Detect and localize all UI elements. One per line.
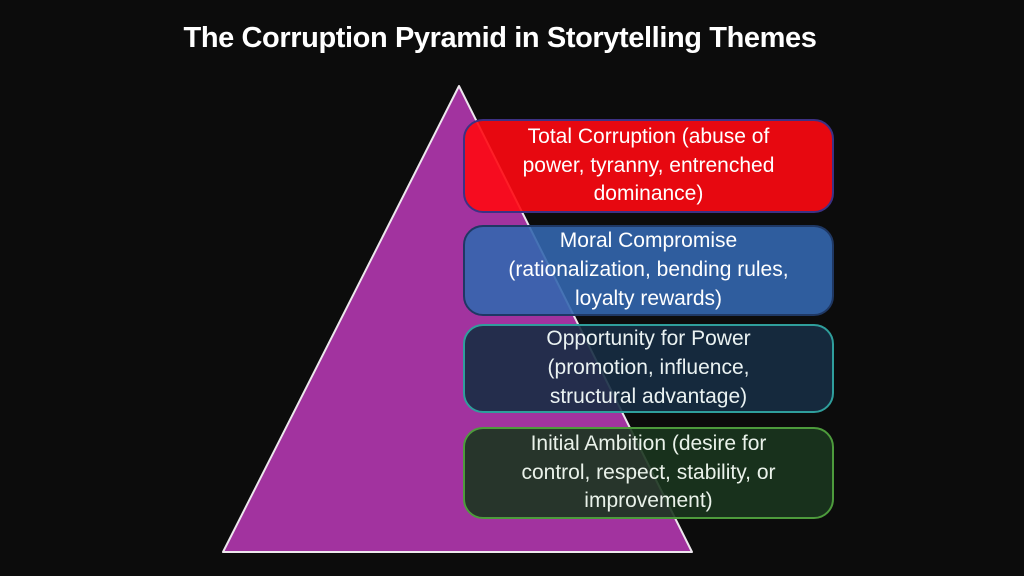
level-label: Total Corruption (abuse of power, tyrann… xyxy=(522,124,775,206)
level-box-moral-compromise: Moral Compromise (rationalization, bendi… xyxy=(463,225,834,316)
level-box-opportunity-for-power: Opportunity for Power (promotion, influe… xyxy=(463,324,834,413)
level-label: Initial Ambition (desire for control, re… xyxy=(521,431,776,513)
slide-title: The Corruption Pyramid in Storytelling T… xyxy=(183,22,817,54)
level-label: Opportunity for Power (promotion, influe… xyxy=(546,327,751,408)
level-box-total-corruption: Total Corruption (abuse of power, tyrann… xyxy=(463,119,834,213)
level-box-initial-ambition: Initial Ambition (desire for control, re… xyxy=(463,427,834,519)
level-label: Moral Compromise (rationalization, bendi… xyxy=(508,229,789,310)
